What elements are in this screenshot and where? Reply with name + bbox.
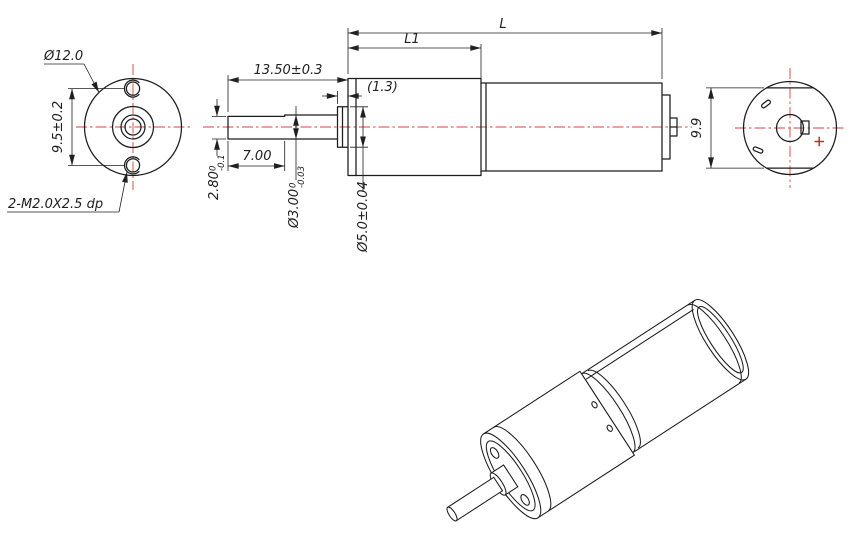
rear-centerlines [735,68,845,188]
rear-outer-circle [742,80,838,176]
dim-boss-diameter: Ø5.0±0.04 [350,106,371,253]
tapped-hole-note-leader-arrow [118,171,128,213]
shaft-diameter-label: Ø3.00 [287,189,302,229]
overall-length-label: L [499,17,506,32]
iso-endcap-inner-ring [697,306,744,374]
across-flat-tol-upper: 0 [209,166,219,171]
iso-junction-ring [581,372,636,454]
dim-boss-length: (1.3) [322,80,398,104]
dim-shaft-length: 13.50±0.3 [227,63,348,112]
shaft-boss-outline [336,106,349,148]
boss-length-label: (1.3) [367,80,398,95]
dim-across-flats-extensions [706,87,764,169]
across-flat-label-group: 2.80 0 -0.1 [207,154,227,200]
outer-diameter-leader-arrow [83,63,100,93]
across-flat-label: 2.80 [207,171,222,200]
rear-vent-slot-top [761,99,771,109]
iso-endcap-rim [691,299,747,381]
front-mount-hole-bottom-thread-arc [123,156,140,175]
dim-outer-diameter: Ø12.0 [43,49,100,93]
front-outer-circle [83,77,183,177]
motor-outline [480,82,678,172]
dim-across-flat-extensions [212,116,226,140]
iso-endcap-crimp-ring [688,303,742,384]
dim-across-flat: 2.80 0 -0.1 [207,99,227,200]
front-view: 9.5±0.2 Ø12.0 2-M2.0X2.5 dp [7,49,190,213]
dim-shaft-diameter: Ø3.00 0 -0.03 [287,106,307,229]
tapped-hole-note: 2-M2.0X2.5 dp [7,171,128,213]
flat-length-label: 7.00 [243,149,272,164]
iso-mount-hole-bottom [520,494,530,506]
across-flats-label: 9.9 [690,118,705,139]
polarity-plus-mark [814,136,824,147]
rear-notch [800,120,810,135]
rear-view: 9.9 [690,68,845,188]
mount-hole-spacing-label: 9.5±0.2 [51,101,66,153]
front-centerlines [76,64,190,190]
dim-gearbox-length: L1 [347,28,482,79]
shaft-outline [227,114,339,140]
front-shaft-inner-circle [124,118,142,136]
dim-mount-hole-spacing: 9.5±0.2 [51,88,124,166]
shaft-diameter-tol-upper: 0 [289,183,299,188]
boss-diameter-label: Ø5.0±0.04 [356,181,371,253]
outer-diameter-label: Ø12.0 [43,49,83,64]
iso-motor-facet-edge [585,308,694,380]
iso-screw-bottom [606,424,613,432]
iso-screw-top [591,401,598,409]
iso-view [446,299,750,522]
shaft-length-label: 13.50±0.3 [254,63,323,78]
front-mount-hole-top-thread-arc [123,79,140,98]
rear-flat-chords [766,87,814,169]
across-flat-tol-lower: -0.1 [217,154,227,171]
iso-mount-hole-top [489,447,500,459]
dim-across-flats: 9.9 [690,87,764,169]
dim-flat-length: 7.00 [227,141,286,171]
front-mount-hole-top [125,81,141,96]
rear-vent-slot-bottom [752,146,764,154]
iso-junction-ring-2 [587,369,641,449]
iso-front-ring-groove [493,426,552,512]
front-boss-circle [111,105,155,149]
front-mount-hole-bottom [125,158,141,173]
rear-bearing-boss-circle [775,113,805,143]
tapped-hole-note-label: 2-M2.0X2.5 dp [8,197,103,212]
iso-shaft-tip [446,506,458,522]
dim-overall-length: L [348,17,663,79]
shaft-diameter-label-group: Ø3.00 0 -0.03 [287,166,307,229]
side-view: 13.50±0.3 L1 L 7.00 2.80 0 -0.1 [203,17,692,253]
front-shaft-circle [120,114,146,140]
shaft-diameter-tol-lower: -0.03 [297,166,307,188]
gearbox-length-label: L1 [404,32,420,47]
dim-boss-diameter-extensions [350,106,368,148]
